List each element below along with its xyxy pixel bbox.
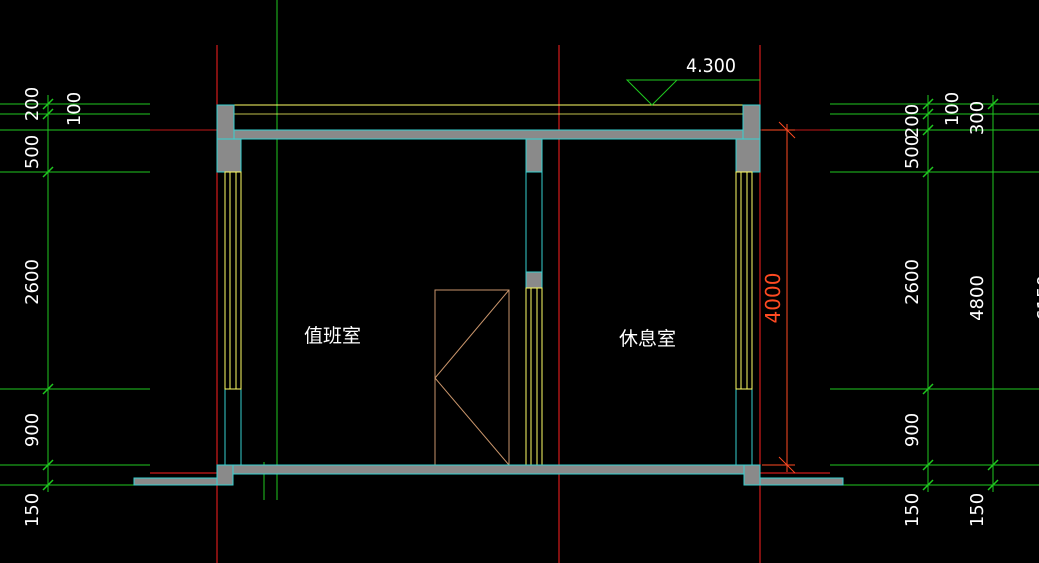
windows — [224, 171, 753, 466]
right-dim-200: 200 — [902, 104, 923, 138]
door-elevation — [434, 289, 510, 466]
tick — [987, 98, 999, 110]
tick — [42, 98, 54, 110]
right-dim-4800: 4800 — [967, 275, 988, 321]
door-swing-mark — [434, 289, 510, 466]
dimension-ticks — [42, 98, 999, 491]
door-frame — [434, 289, 510, 466]
tick — [42, 383, 54, 395]
right-parapet — [742, 104, 761, 140]
left-dim-100: 100 — [64, 92, 85, 126]
tick — [42, 166, 54, 178]
right-dim-300: 300 — [967, 101, 988, 135]
right-dim-cut: 6150 — [1034, 275, 1039, 321]
left-dimension-texts: 200 100 500 2600 900 150 — [22, 87, 85, 527]
tick — [987, 459, 999, 471]
tick — [922, 124, 934, 136]
right-window-frame — [735, 171, 753, 390]
tick — [42, 479, 54, 491]
right-dim-100: 100 — [942, 92, 963, 126]
right-dim-150b: 150 — [967, 493, 988, 527]
left-dim-500: 500 — [22, 135, 43, 169]
middle-beam — [525, 138, 543, 173]
middle-door-section — [525, 287, 543, 466]
tick — [922, 459, 934, 471]
left-footing — [216, 464, 234, 486]
left-dim-900: 900 — [22, 413, 43, 447]
right-beam — [735, 138, 761, 173]
left-dim-2600: 2600 — [22, 259, 43, 305]
tick — [922, 479, 934, 491]
right-dim-150a: 150 — [902, 493, 923, 527]
elevation-label: 4.300 — [686, 55, 736, 77]
tick — [987, 479, 999, 491]
floor-slab — [216, 464, 761, 475]
room-label-duty: 值班室 — [304, 325, 361, 347]
roof-structure — [216, 104, 761, 173]
walls — [224, 172, 753, 465]
left-parapet — [216, 104, 235, 140]
right-dim-500: 500 — [902, 135, 923, 169]
height-dimension-label: 4000 — [761, 273, 785, 324]
roof-slab — [216, 129, 761, 140]
tick — [922, 108, 934, 120]
left-dim-top-cut: 200 — [22, 87, 43, 121]
floor-structure — [133, 464, 844, 486]
tick — [922, 383, 934, 395]
tick — [922, 98, 934, 110]
left-window — [224, 171, 242, 390]
left-window-frame — [224, 171, 242, 390]
left-beam — [216, 138, 242, 173]
height-dimension — [762, 121, 796, 474]
middle-door-frame — [525, 287, 543, 466]
left-apron — [133, 477, 218, 486]
tick — [42, 459, 54, 471]
right-footing — [743, 464, 761, 486]
right-dimension-texts: 200 100 300 500 2600 4800 900 150 150 61… — [902, 92, 1039, 527]
right-dim-2600: 2600 — [902, 259, 923, 305]
left-dim-150: 150 — [22, 493, 43, 527]
right-dim-900: 900 — [902, 413, 923, 447]
elevation-triangle — [625, 79, 679, 106]
elevation-marker — [625, 79, 760, 106]
right-apron — [759, 477, 844, 486]
axis-lines — [150, 45, 830, 563]
room-label-rest: 休息室 — [619, 328, 676, 350]
construction-lines — [0, 0, 1039, 500]
middle-lintel — [525, 271, 543, 289]
tick — [42, 108, 54, 120]
right-window — [735, 171, 753, 390]
tick — [922, 166, 934, 178]
